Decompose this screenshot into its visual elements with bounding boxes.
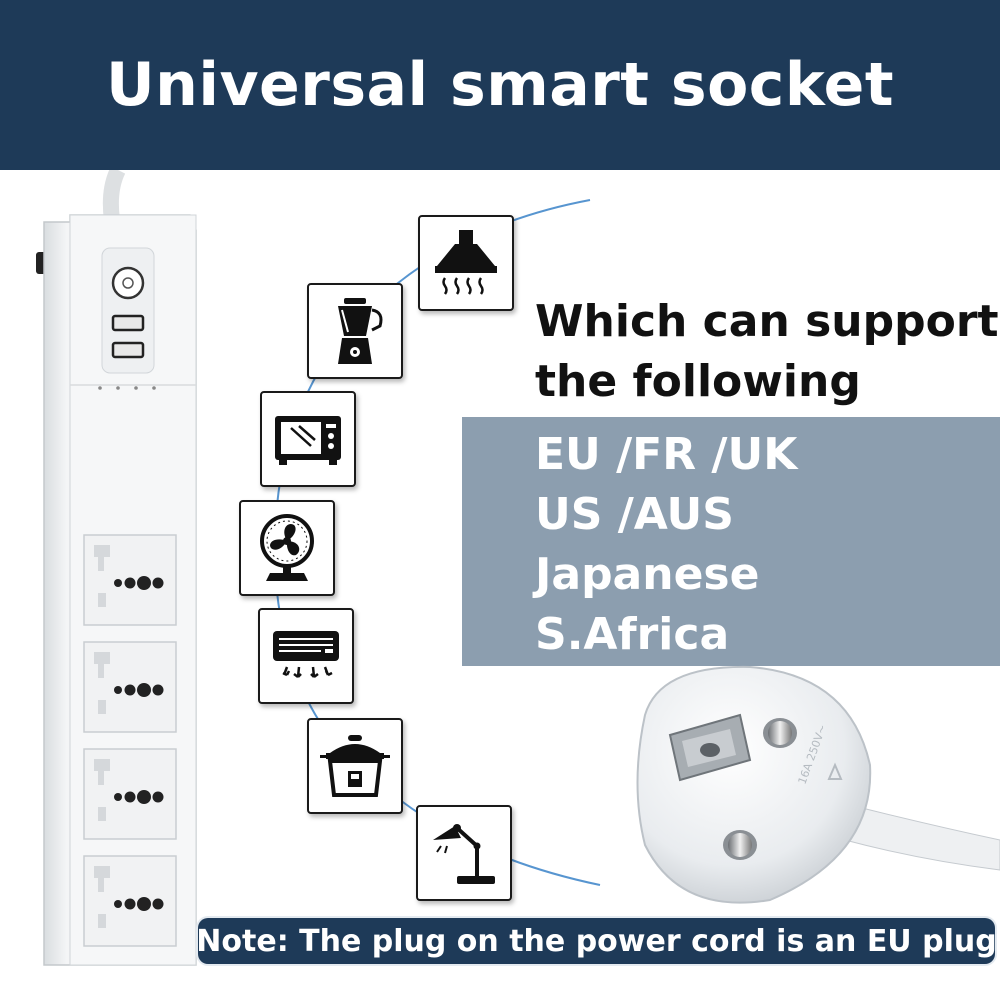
plug-type-item: S.Africa [535, 609, 730, 660]
header-banner: Universal smart socket [0, 0, 1000, 170]
fan-icon [239, 500, 335, 596]
page-title: Universal smart socket [105, 50, 895, 120]
plug-types-list: EU /FR /UK US /AUS Japanese S.Africa [535, 425, 797, 665]
plug-type-item: Japanese [535, 549, 760, 600]
support-heading-line1: Which can support [535, 296, 999, 347]
microwave-icon [260, 391, 356, 487]
power-strip-image [0, 166, 215, 1000]
blender-icon [307, 283, 403, 379]
note-text: Note: The plug on the power cord is an E… [196, 923, 997, 959]
rice-cooker-icon [307, 718, 403, 814]
range-hood-icon [418, 215, 514, 311]
eu-plug-image: 16A 250V~ [600, 655, 1000, 920]
note-banner: Note: The plug on the power cord is an E… [196, 918, 997, 964]
plug-type-item: US /AUS [535, 489, 734, 540]
desk-lamp-icon [416, 805, 512, 901]
plug-type-item: EU /FR /UK [535, 429, 798, 480]
plug-types-panel: EU /FR /UK US /AUS Japanese S.Africa [462, 417, 1000, 666]
air-conditioner-icon [258, 608, 354, 704]
